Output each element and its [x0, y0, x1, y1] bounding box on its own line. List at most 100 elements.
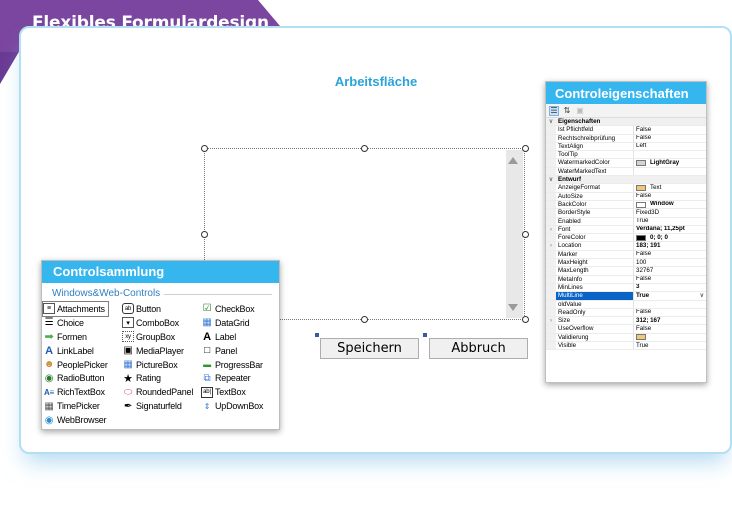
resize-handle-top-right[interactable]: [522, 145, 529, 152]
property-value[interactable]: Fixed3D: [634, 209, 706, 216]
property-value[interactable]: True: [634, 218, 706, 225]
property-value[interactable]: [634, 168, 706, 175]
control-item-progressbar[interactable]: ▬ProgressBar: [201, 358, 263, 372]
control-item-richtextbox[interactable]: A≡RichTextBox: [43, 387, 105, 398]
control-item-peoplepicker[interactable]: ☻PeoplePicker: [43, 359, 108, 370]
property-pages-icon[interactable]: ▣: [576, 106, 584, 115]
control-item-timepicker[interactable]: ▦TimePicker: [44, 400, 100, 412]
property-row[interactable]: ToolTip: [546, 151, 706, 160]
property-value[interactable]: True: [634, 342, 706, 349]
alphabetical-sort-icon[interactable]: ⇅: [563, 106, 571, 115]
resize-handle-top[interactable]: [361, 145, 368, 152]
property-category[interactable]: ∨Eigenschaften: [546, 118, 706, 127]
property-value[interactable]: False: [634, 126, 706, 133]
scroll-up-icon[interactable]: [508, 157, 518, 164]
control-item-repeater[interactable]: ⧉Repeater: [201, 371, 263, 385]
property-row[interactable]: oldValue: [546, 300, 706, 309]
control-item-choice[interactable]: ☰Choice: [44, 317, 84, 329]
collapse-icon[interactable]: ∨: [546, 176, 556, 184]
property-value[interactable]: Text: [634, 184, 706, 192]
control-item-roundedpanel[interactable]: ⬭RoundedPanel: [123, 386, 194, 398]
property-value[interactable]: False: [634, 276, 706, 283]
property-value[interactable]: 312; 167: [634, 317, 706, 324]
property-value[interactable]: False: [634, 309, 706, 316]
property-value[interactable]: Left: [634, 143, 706, 150]
property-value[interactable]: 32767: [634, 267, 706, 274]
resize-handle-top-left[interactable]: [201, 145, 208, 152]
control-item-picturebox[interactable]: ▦PictureBox: [123, 359, 178, 370]
property-value[interactable]: False: [634, 193, 706, 200]
property-value[interactable]: False: [634, 325, 706, 332]
save-button[interactable]: Speichern: [320, 338, 419, 359]
property-value[interactable]: 3: [634, 284, 706, 291]
control-item-formen[interactable]: ➡Formen: [44, 331, 87, 344]
property-value[interactable]: False: [634, 135, 706, 142]
control-item-textbox[interactable]: ab|TextBox: [201, 385, 263, 399]
property-value[interactable]: [634, 301, 706, 308]
control-item-checkbox[interactable]: ☑CheckBox: [202, 303, 255, 315]
property-value[interactable]: [634, 334, 706, 341]
cancel-button[interactable]: Abbruch: [429, 338, 528, 359]
resize-handle-bottom[interactable]: [361, 316, 368, 323]
expand-icon[interactable]: ›: [546, 242, 556, 250]
categorized-view-icon[interactable]: ☰: [549, 105, 559, 116]
property-value[interactable]: True∨: [634, 292, 706, 299]
collapse-icon[interactable]: ∨: [546, 118, 556, 126]
property-value[interactable]: Window: [634, 201, 706, 208]
dropdown-arrow-icon[interactable]: ∨: [699, 292, 704, 299]
property-value[interactable]: 100: [634, 259, 706, 266]
property-row[interactable]: Validierung: [546, 333, 706, 343]
control-item-datagrid[interactable]: ▦DataGrid: [202, 317, 250, 329]
expand-icon[interactable]: ›: [546, 225, 556, 234]
control-item-mediaplayer[interactable]: ▣MediaPlayer: [123, 345, 184, 357]
vertical-scrollbar[interactable]: [506, 150, 523, 318]
resize-handle-left[interactable]: [201, 231, 208, 238]
control-item-rating[interactable]: ★Rating: [123, 372, 161, 385]
property-value[interactable]: False: [634, 251, 706, 258]
control-item-radiobutton[interactable]: ◉RadioButton: [44, 372, 105, 384]
resize-handle-bottom-right[interactable]: [522, 316, 529, 323]
expand-icon[interactable]: ›: [546, 317, 556, 325]
property-row[interactable]: WaterMarkedText: [546, 167, 706, 177]
control-item-combobox[interactable]: ▾ComboBox: [122, 316, 193, 330]
control-item-webbrowser[interactable]: ◉WebBrowser: [44, 414, 107, 426]
control-item-panel[interactable]: □Panel: [201, 344, 263, 358]
scroll-down-icon[interactable]: [508, 304, 518, 311]
property-value[interactable]: 183; 191: [634, 242, 706, 249]
control-item-signaturfeld[interactable]: ✒Signaturfeld: [123, 400, 182, 412]
property-value[interactable]: Verdana; 11,25pt: [634, 226, 706, 233]
control-item-attachments[interactable]: ≡Attachments: [42, 301, 109, 317]
property-value[interactable]: 0; 0; 0: [634, 234, 706, 241]
property-value[interactable]: LightGray: [634, 159, 706, 167]
resize-handle-right[interactable]: [522, 231, 529, 238]
control-item-updownbox[interactable]: ⇕UpDownBox: [201, 399, 264, 413]
property-category[interactable]: ∨Entwurf: [546, 176, 706, 185]
property-value[interactable]: [634, 151, 706, 158]
